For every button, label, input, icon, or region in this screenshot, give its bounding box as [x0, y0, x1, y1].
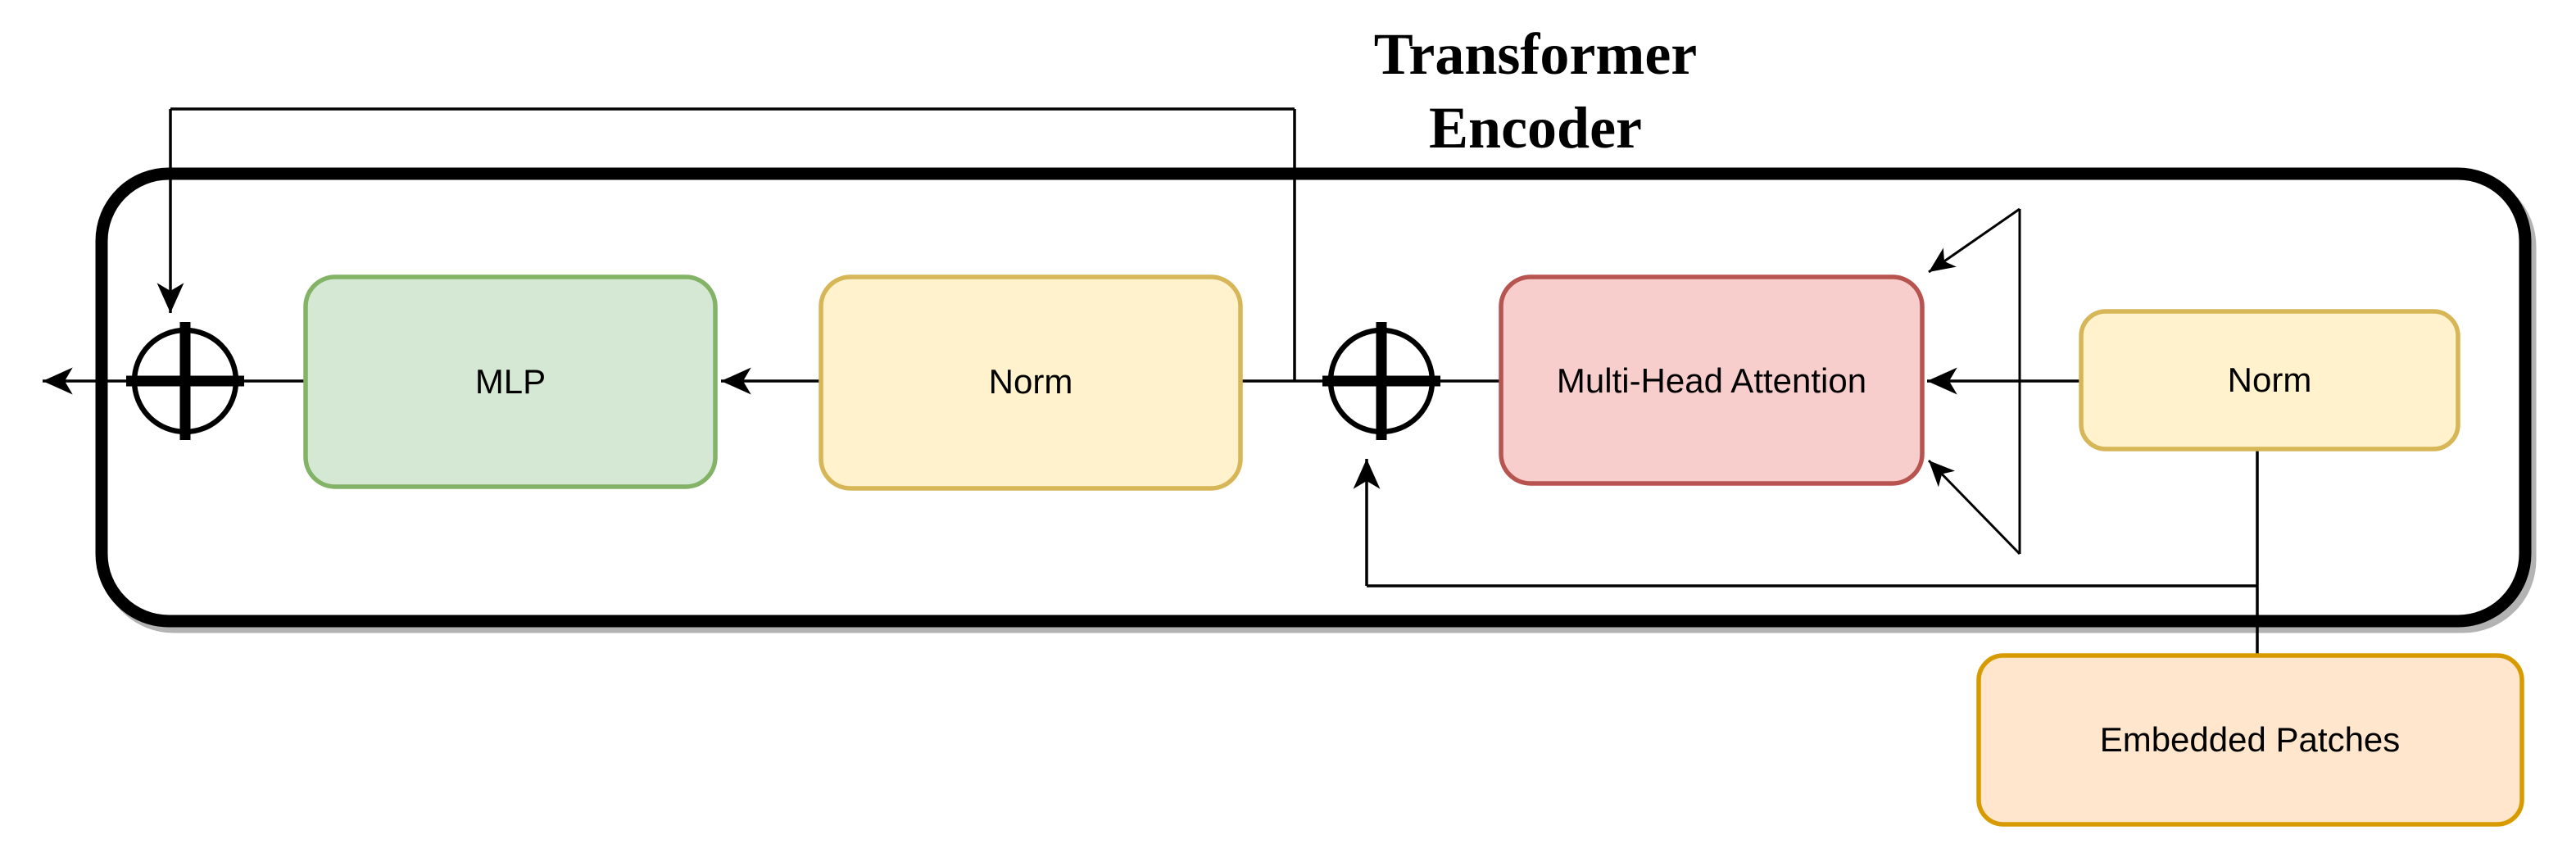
norm-right-label: Norm	[2228, 361, 2312, 399]
multi-head-attention-label: Multi-Head Attention	[1557, 361, 1866, 400]
qkv-fan-top-arrow	[1928, 207, 2020, 274]
multi-head-attention-block: Multi-Head Attention	[1499, 274, 1925, 486]
title: Transformer Encoder	[1374, 21, 1698, 161]
title-line-2: Encoder	[1429, 95, 1642, 161]
title-line-1: Transformer	[1374, 21, 1698, 87]
multi-head-attention-box	[1499, 274, 1925, 486]
embedded-patches-label: Embedded Patches	[2100, 720, 2401, 759]
adder-left-plus-icon	[126, 322, 244, 440]
mlp-label: MLP	[475, 362, 546, 401]
norm-block-right: Norm	[2079, 309, 2460, 451]
mlp-box	[303, 274, 718, 489]
mlp-block: MLP	[303, 274, 718, 489]
norm-left-label: Norm	[989, 362, 1073, 401]
embedded-patches-box	[1976, 653, 2524, 827]
norm-left-box	[819, 274, 1243, 491]
norm-block-left: Norm	[819, 274, 1243, 491]
embedded-patches-block: Embedded Patches	[1976, 653, 2524, 827]
qkv-fan-bottom-arrow	[1927, 459, 2021, 556]
connectors	[43, 107, 2259, 656]
norm-right-box	[2079, 309, 2460, 451]
adder-right-plus-icon	[1322, 322, 1440, 440]
